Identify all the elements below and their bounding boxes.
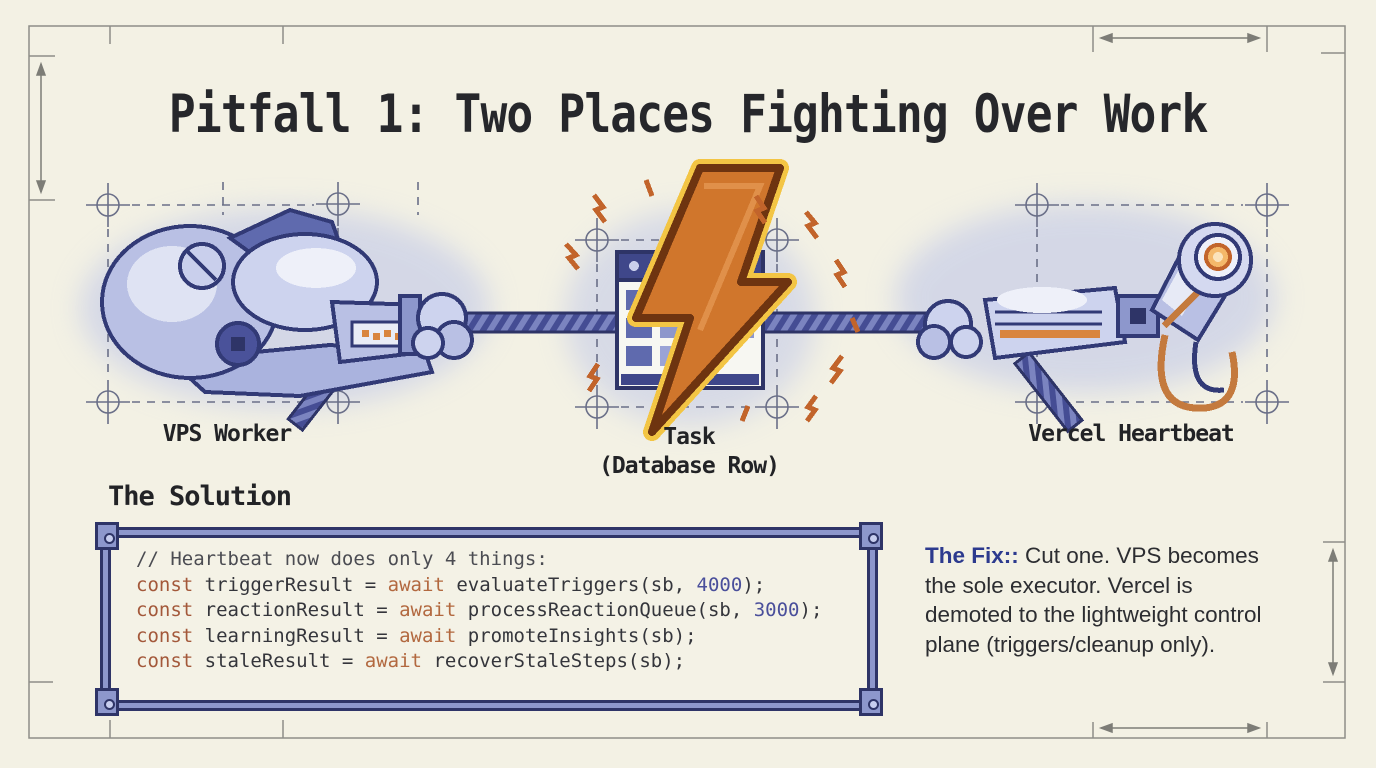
code-line: const learningResult = await promoteInsi…	[136, 624, 697, 647]
lightning-bolt-icon	[627, 159, 797, 441]
fix-text: Cut one. VPS becomes the sole executor. …	[925, 543, 1262, 657]
code-line: const reactionResult = await processReac…	[136, 599, 823, 622]
code-panel: // Heartbeat now does only 4 things: cons…	[95, 522, 883, 716]
panel-corner-icon	[95, 688, 119, 716]
code-line: const staleResult = await recoverStaleSt…	[136, 650, 686, 673]
code-block: // Heartbeat now does only 4 things: cons…	[136, 547, 822, 675]
code-line: // Heartbeat now does only 4 things:	[136, 548, 548, 570]
solution-heading: The Solution	[108, 481, 292, 512]
page-title-wrap: Pitfall 1: Two Places Fighting Over Work	[0, 84, 1376, 145]
vercel-heartbeat-arm-icon	[916, 222, 1253, 412]
blueprint-frame	[28, 25, 1346, 739]
fix-label: The Fix::	[925, 543, 1019, 568]
panel-corner-icon	[859, 522, 883, 550]
label-vercel-heartbeat: Vercel Heartbeat	[1028, 421, 1235, 447]
label-vps-worker: VPS Worker	[162, 421, 292, 447]
dimension-lines	[35, 32, 1339, 734]
code-line: const triggerResult = await evaluateTrig…	[136, 573, 766, 596]
panel-corner-icon	[859, 688, 883, 716]
label-task: Task	[663, 424, 715, 450]
vps-worker-arm-icon	[100, 207, 474, 399]
page-title: Pitfall 1: Two Places Fighting Over Work	[168, 84, 1208, 145]
fix-paragraph: The Fix:: Cut one. VPS becomes the sole …	[925, 541, 1277, 659]
label-task-sub: (Database Row)	[599, 453, 780, 479]
panel-corner-icon	[95, 522, 119, 550]
sparks	[564, 179, 861, 423]
